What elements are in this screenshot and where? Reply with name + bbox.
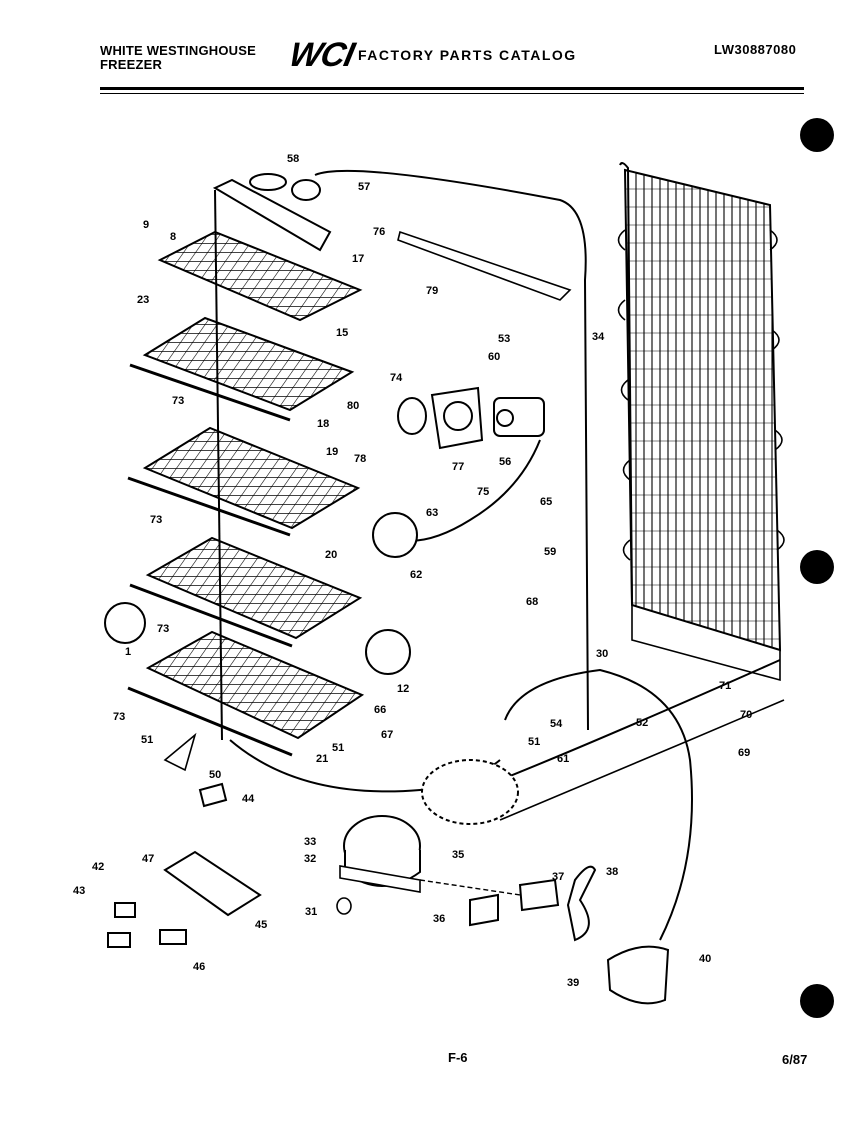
revision-date: 6/87 (782, 1052, 808, 1067)
callout: 18 (317, 418, 329, 430)
callout: 39 (567, 977, 579, 989)
callout: 79 (426, 285, 438, 297)
detail-circle-12 (365, 629, 411, 675)
callout: 17 (352, 253, 364, 265)
callout: 69 (738, 747, 750, 759)
drain-bucket (606, 945, 670, 1005)
callout: 60 (488, 351, 500, 363)
callout: 43 (73, 885, 85, 897)
tubing-loop (504, 668, 693, 941)
condenser-fan (419, 865, 597, 942)
callout: 73 (113, 711, 125, 723)
bracket-44 (198, 782, 228, 808)
wiring-harness (314, 169, 589, 731)
callout: 67 (381, 729, 393, 741)
callout: 78 (354, 453, 366, 465)
callout: 46 (193, 961, 205, 973)
callout: 57 (358, 181, 370, 193)
callout: 44 (242, 793, 255, 805)
drain-pan (421, 759, 519, 825)
callout: 56 (499, 456, 511, 468)
callout: 53 (498, 333, 510, 345)
callout: 42 (92, 861, 104, 873)
callout: 51 (528, 736, 540, 748)
callout-labels: 58 57 9 8 17 76 79 23 15 53 60 34 74 73 … (73, 153, 752, 989)
model-number: LW30887080 (714, 42, 797, 57)
binder-hole-middle (800, 550, 834, 584)
callout: 30 (596, 648, 608, 660)
light-assembly (212, 173, 332, 252)
callout: 73 (157, 623, 169, 635)
detail-circle-thermostat (372, 512, 418, 558)
callout: 61 (557, 753, 569, 765)
page-number: F-6 (448, 1050, 468, 1065)
callout: 63 (426, 507, 438, 519)
callout: 75 (477, 486, 489, 498)
callout: 12 (397, 683, 409, 695)
callout: 54 (550, 718, 563, 730)
brand-block: WHITE WESTINGHOUSE FREEZER (100, 44, 256, 72)
callout: 33 (304, 836, 316, 848)
brand-line-1: WHITE WESTINGHOUSE (100, 43, 256, 58)
callout: 51 (332, 742, 344, 754)
callout: 34 (592, 331, 605, 343)
callout: 23 (137, 294, 149, 306)
callout: 59 (544, 546, 556, 558)
header-rule-thin (100, 93, 804, 94)
detail-circle-1 (104, 602, 146, 644)
callout: 36 (433, 913, 445, 925)
callout: 35 (452, 849, 464, 861)
callout: 20 (325, 549, 337, 561)
shelf-stack (127, 189, 365, 757)
callout: 58 (287, 153, 299, 165)
callout: 45 (255, 919, 267, 931)
callout: 65 (540, 496, 552, 508)
callout: 21 (316, 753, 328, 765)
header-rule (100, 87, 804, 90)
callout: 62 (410, 569, 422, 581)
binder-hole-top (800, 118, 834, 152)
callout: 70 (740, 709, 752, 721)
callout: 40 (699, 953, 711, 965)
callout: 47 (142, 853, 154, 865)
compressor (336, 815, 421, 915)
binder-hole-bottom (800, 984, 834, 1018)
callout: 8 (170, 231, 176, 243)
callout: 68 (526, 596, 538, 608)
callout: 73 (150, 514, 162, 526)
callout: 9 (143, 219, 149, 231)
callout: 77 (452, 461, 464, 473)
bracket-50 (163, 732, 197, 772)
brand-line-2: FREEZER (100, 57, 163, 72)
callout: 32 (304, 853, 316, 865)
relay-bracket (107, 850, 262, 948)
callout: 37 (552, 871, 564, 883)
fan-motor-assembly (397, 386, 545, 450)
callout: 71 (719, 680, 731, 692)
callout: 52 (636, 717, 648, 729)
callout: 66 (374, 704, 386, 716)
callout: 1 (125, 646, 131, 658)
callout: 73 (172, 395, 184, 407)
callout: 50 (209, 769, 221, 781)
callout: 38 (606, 866, 618, 878)
condenser-coil (617, 162, 785, 682)
trim-strip (397, 230, 572, 301)
callout: 15 (336, 327, 348, 339)
callout: 51 (141, 734, 153, 746)
callout: 80 (347, 400, 359, 412)
callout: 74 (390, 372, 403, 384)
callout: 76 (373, 226, 385, 238)
callout: 19 (326, 446, 338, 458)
catalog-title: FACTORY PARTS CATALOG (358, 47, 577, 63)
callout: 31 (305, 906, 317, 918)
